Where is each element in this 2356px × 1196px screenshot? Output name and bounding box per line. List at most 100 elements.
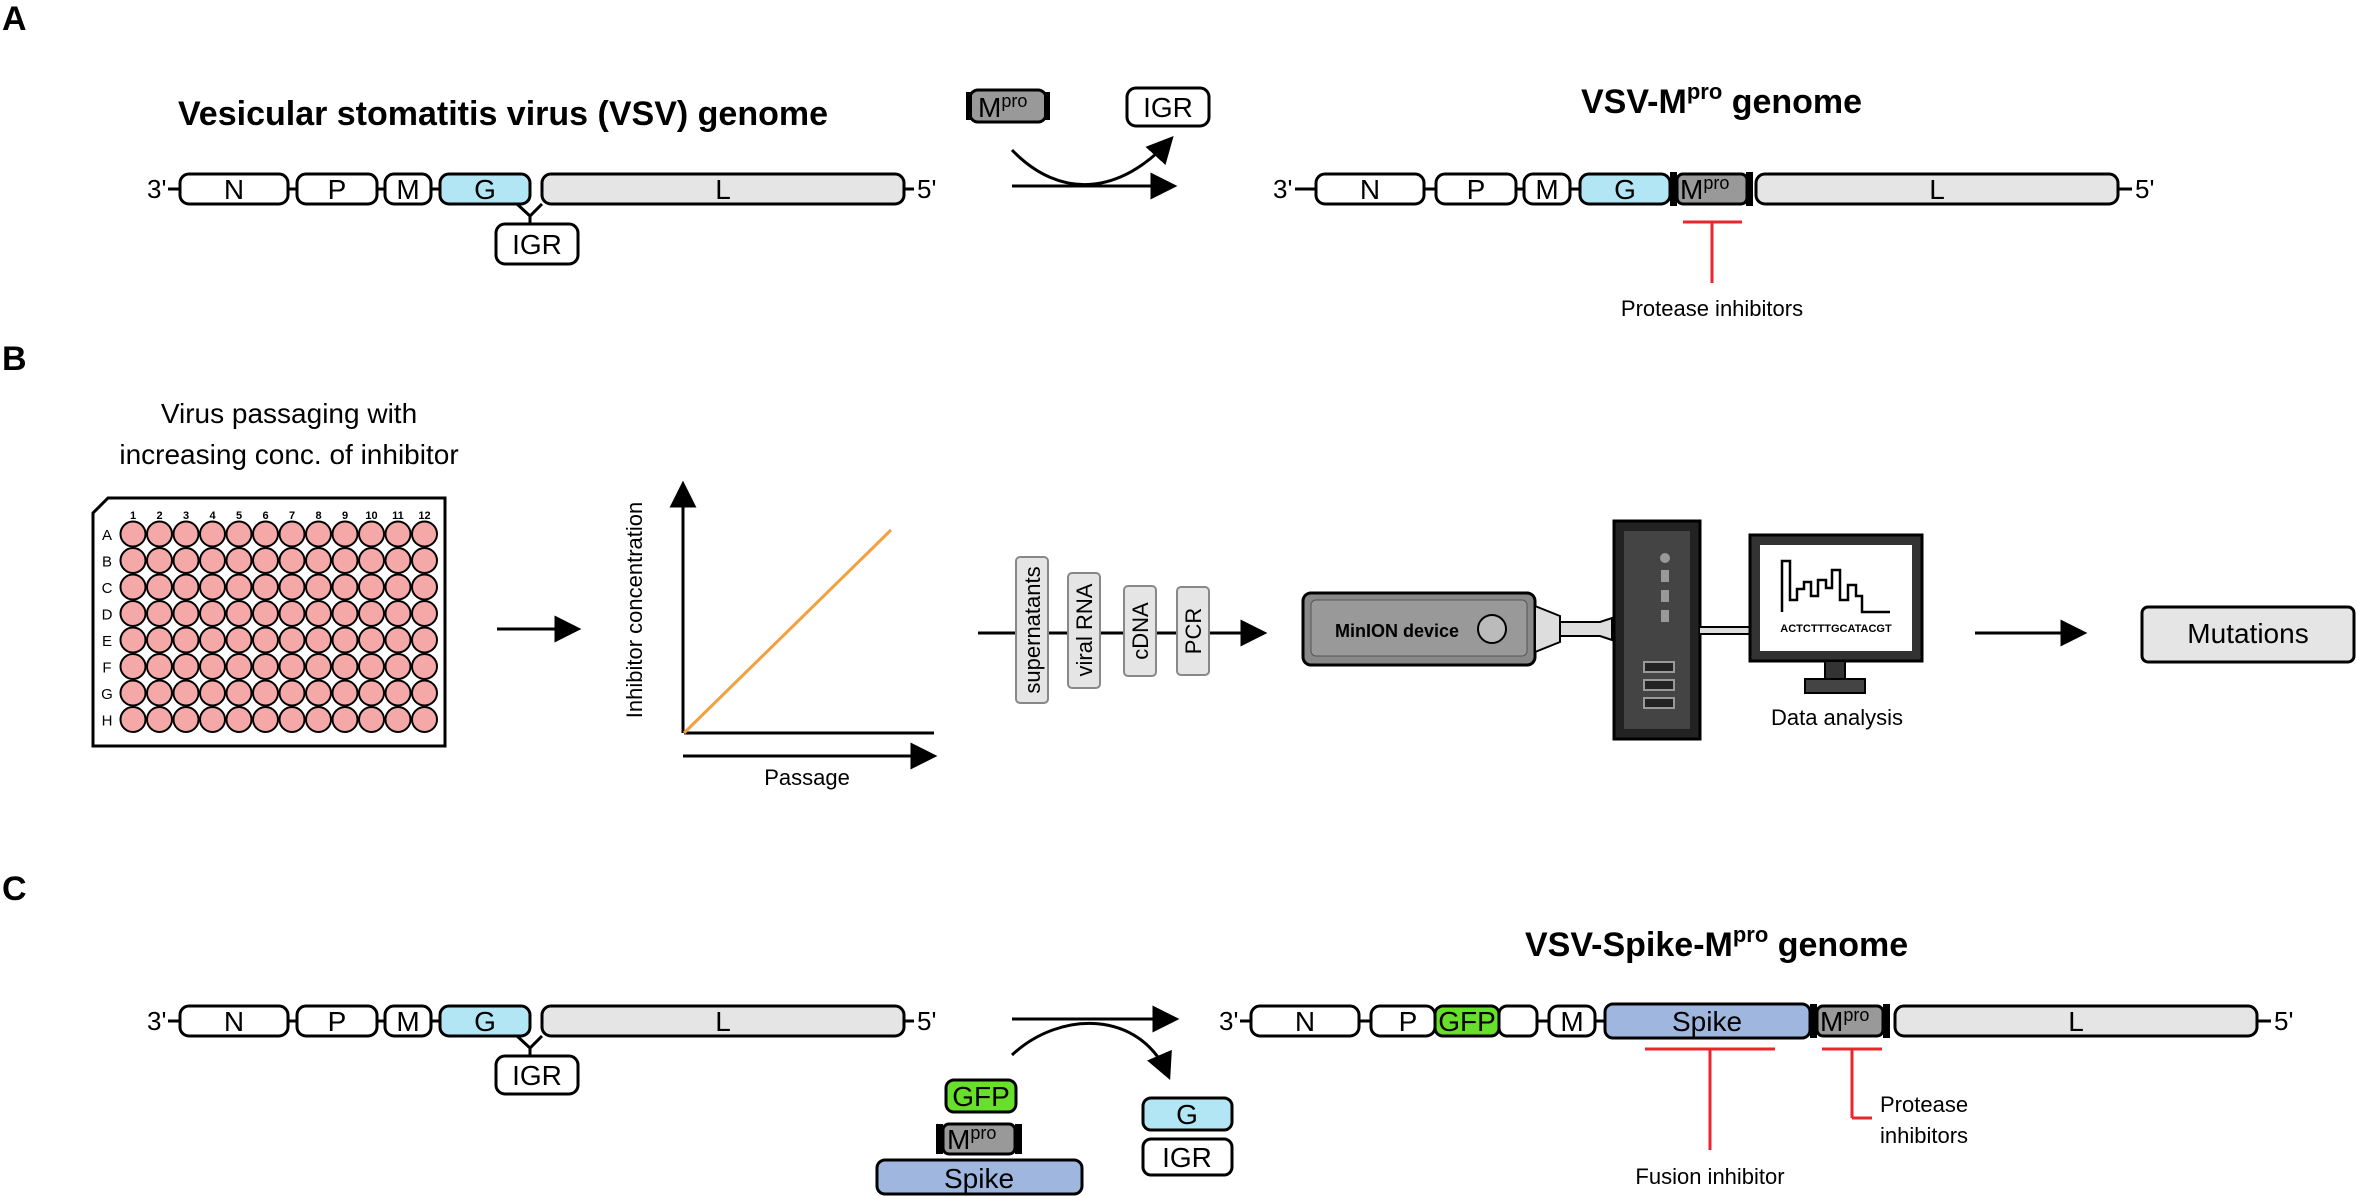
plate-well: [199, 520, 226, 548]
plate-well: [119, 600, 147, 627]
gfp-gene-label: GFP: [1438, 1006, 1496, 1037]
plate-well: [225, 600, 253, 627]
vsv-genome: 3' N P M G L 5' IGR: [147, 172, 936, 266]
step-pcr-label: PCR: [1181, 608, 1206, 654]
gene-n-label-c: N: [224, 1006, 244, 1037]
plate-well: [172, 547, 200, 574]
g-out-box: [1141, 1096, 1234, 1132]
plate-well: [252, 600, 279, 627]
plate-well: [411, 520, 438, 548]
protease-inhibitors-c-line1: Protease: [1880, 1092, 1968, 1117]
gene-p-label-2: P: [1467, 174, 1486, 205]
plate-well: [146, 600, 173, 627]
plate-well: [172, 626, 200, 654]
processing-steps: supernatants viral RNA cDNA PCR: [978, 556, 1268, 704]
plate-col-label: 6: [262, 510, 268, 522]
plate-well: [252, 653, 279, 680]
exchange-c: GFP Mpro Spike G IGR: [875, 1005, 1234, 1196]
plate-well: [278, 679, 306, 707]
sequence-readout: ACTCTTTGCATACGT: [1780, 623, 1892, 635]
plate-well: [305, 706, 332, 733]
plate-well: [358, 573, 385, 601]
plate-well: [278, 520, 306, 548]
plate-col-label: 5: [236, 510, 242, 522]
gene-l-label-2: L: [1929, 174, 1945, 205]
g-out-label: G: [1176, 1099, 1198, 1130]
gene-p-label-c: P: [328, 1006, 347, 1037]
plate-well: [278, 653, 306, 680]
spike-gene-label: Spike: [1672, 1006, 1742, 1037]
plate-well: [358, 679, 385, 707]
spike-insert-label: Spike: [944, 1163, 1014, 1194]
plate-well: [199, 679, 226, 707]
igr-box-c: [494, 1054, 580, 1096]
plate-col-label: 2: [156, 510, 162, 522]
plate-col-label: 8: [315, 510, 321, 522]
protease-inhibitors-c-line2: inhibitors: [1880, 1123, 1968, 1148]
plate-well: [278, 547, 306, 574]
plate-well: [172, 520, 200, 548]
plate-well: [172, 573, 200, 601]
plate-well: [384, 679, 412, 707]
plate-well: [411, 547, 438, 574]
panel-label-c: C: [2, 870, 27, 908]
plate-well: [305, 573, 332, 601]
step-viral-rna: [1067, 572, 1101, 689]
igr-out-label: IGR: [1143, 92, 1193, 123]
plate-well: [411, 600, 438, 627]
plate-well: [384, 520, 412, 548]
plate-well: [384, 600, 412, 627]
mutations-box: [2140, 605, 2356, 664]
gene-p-label-c2: P: [1399, 1006, 1418, 1037]
plate-well: [384, 653, 412, 680]
mpro-insert-c-label: Mpro: [947, 1123, 996, 1155]
mutations-label: Mutations: [2187, 618, 2308, 649]
plate-well: [305, 547, 332, 574]
igr-out-box-c: [1141, 1137, 1234, 1177]
computer-tower: [1612, 519, 1750, 741]
x-axis-label: Passage: [764, 765, 850, 790]
protease-inhibitors-label: Protease inhibitors: [1621, 296, 1803, 321]
plate-well: [305, 653, 332, 680]
plate-col-label: 12: [418, 510, 430, 522]
plate-col-label: 4: [209, 510, 216, 522]
plate-well: [252, 520, 279, 548]
igr-label: IGR: [512, 229, 562, 260]
fusion-inhibitor-label: Fusion inhibitor: [1635, 1164, 1784, 1189]
plate-well: [119, 520, 147, 548]
vsv-genome-c: 3' N P M G L 5' IGR: [147, 1004, 936, 1096]
plate-well: [384, 706, 412, 733]
plate-well: [225, 573, 253, 601]
monitor: ACTCTTTGCATACGT Data analysis: [1748, 533, 1924, 730]
plate-col-label: 7: [289, 510, 295, 522]
plate-well: [331, 626, 359, 654]
plate-well: [278, 626, 306, 654]
plate-col-label: 3: [183, 510, 189, 522]
plate-row-label: B: [102, 554, 112, 571]
gene-g: [438, 172, 532, 206]
mpro-fragment-label: Mpro: [978, 91, 1027, 123]
plate-well: [252, 679, 279, 707]
plate-well: [331, 706, 359, 733]
gene-m-label-2: M: [1535, 174, 1558, 205]
plate-well: [358, 600, 385, 627]
vsv-spike-mpro-title: VSV-Spike-Mpro genome: [1525, 922, 1908, 964]
plate-well: [146, 573, 173, 601]
plate-well: [358, 706, 385, 733]
five-prime-end-c2: 5': [2274, 1006, 2293, 1036]
gene-g-label-2: G: [1614, 174, 1636, 205]
step-cdna-label: cDNA: [1128, 602, 1153, 660]
vsv-genome-title: Vesicular stomatitis virus (VSV) genome: [178, 95, 828, 133]
plate-well: [172, 679, 200, 707]
plate-well: [146, 547, 173, 574]
plate-col-label: 11: [392, 510, 404, 522]
plate-row-label: C: [102, 580, 113, 597]
plate-well: [331, 573, 359, 601]
step-cdna: [1123, 585, 1157, 677]
gfp-insert: [944, 1078, 1018, 1114]
gene-m-label-c2: M: [1560, 1006, 1583, 1037]
plate-col-label: 9: [342, 510, 348, 522]
vsv-spike-mpro-genome: 3' N P GFP M Spike Mpro L 5' Fusion inhi…: [1219, 1002, 2293, 1189]
plate-col-label: 10: [365, 510, 377, 522]
